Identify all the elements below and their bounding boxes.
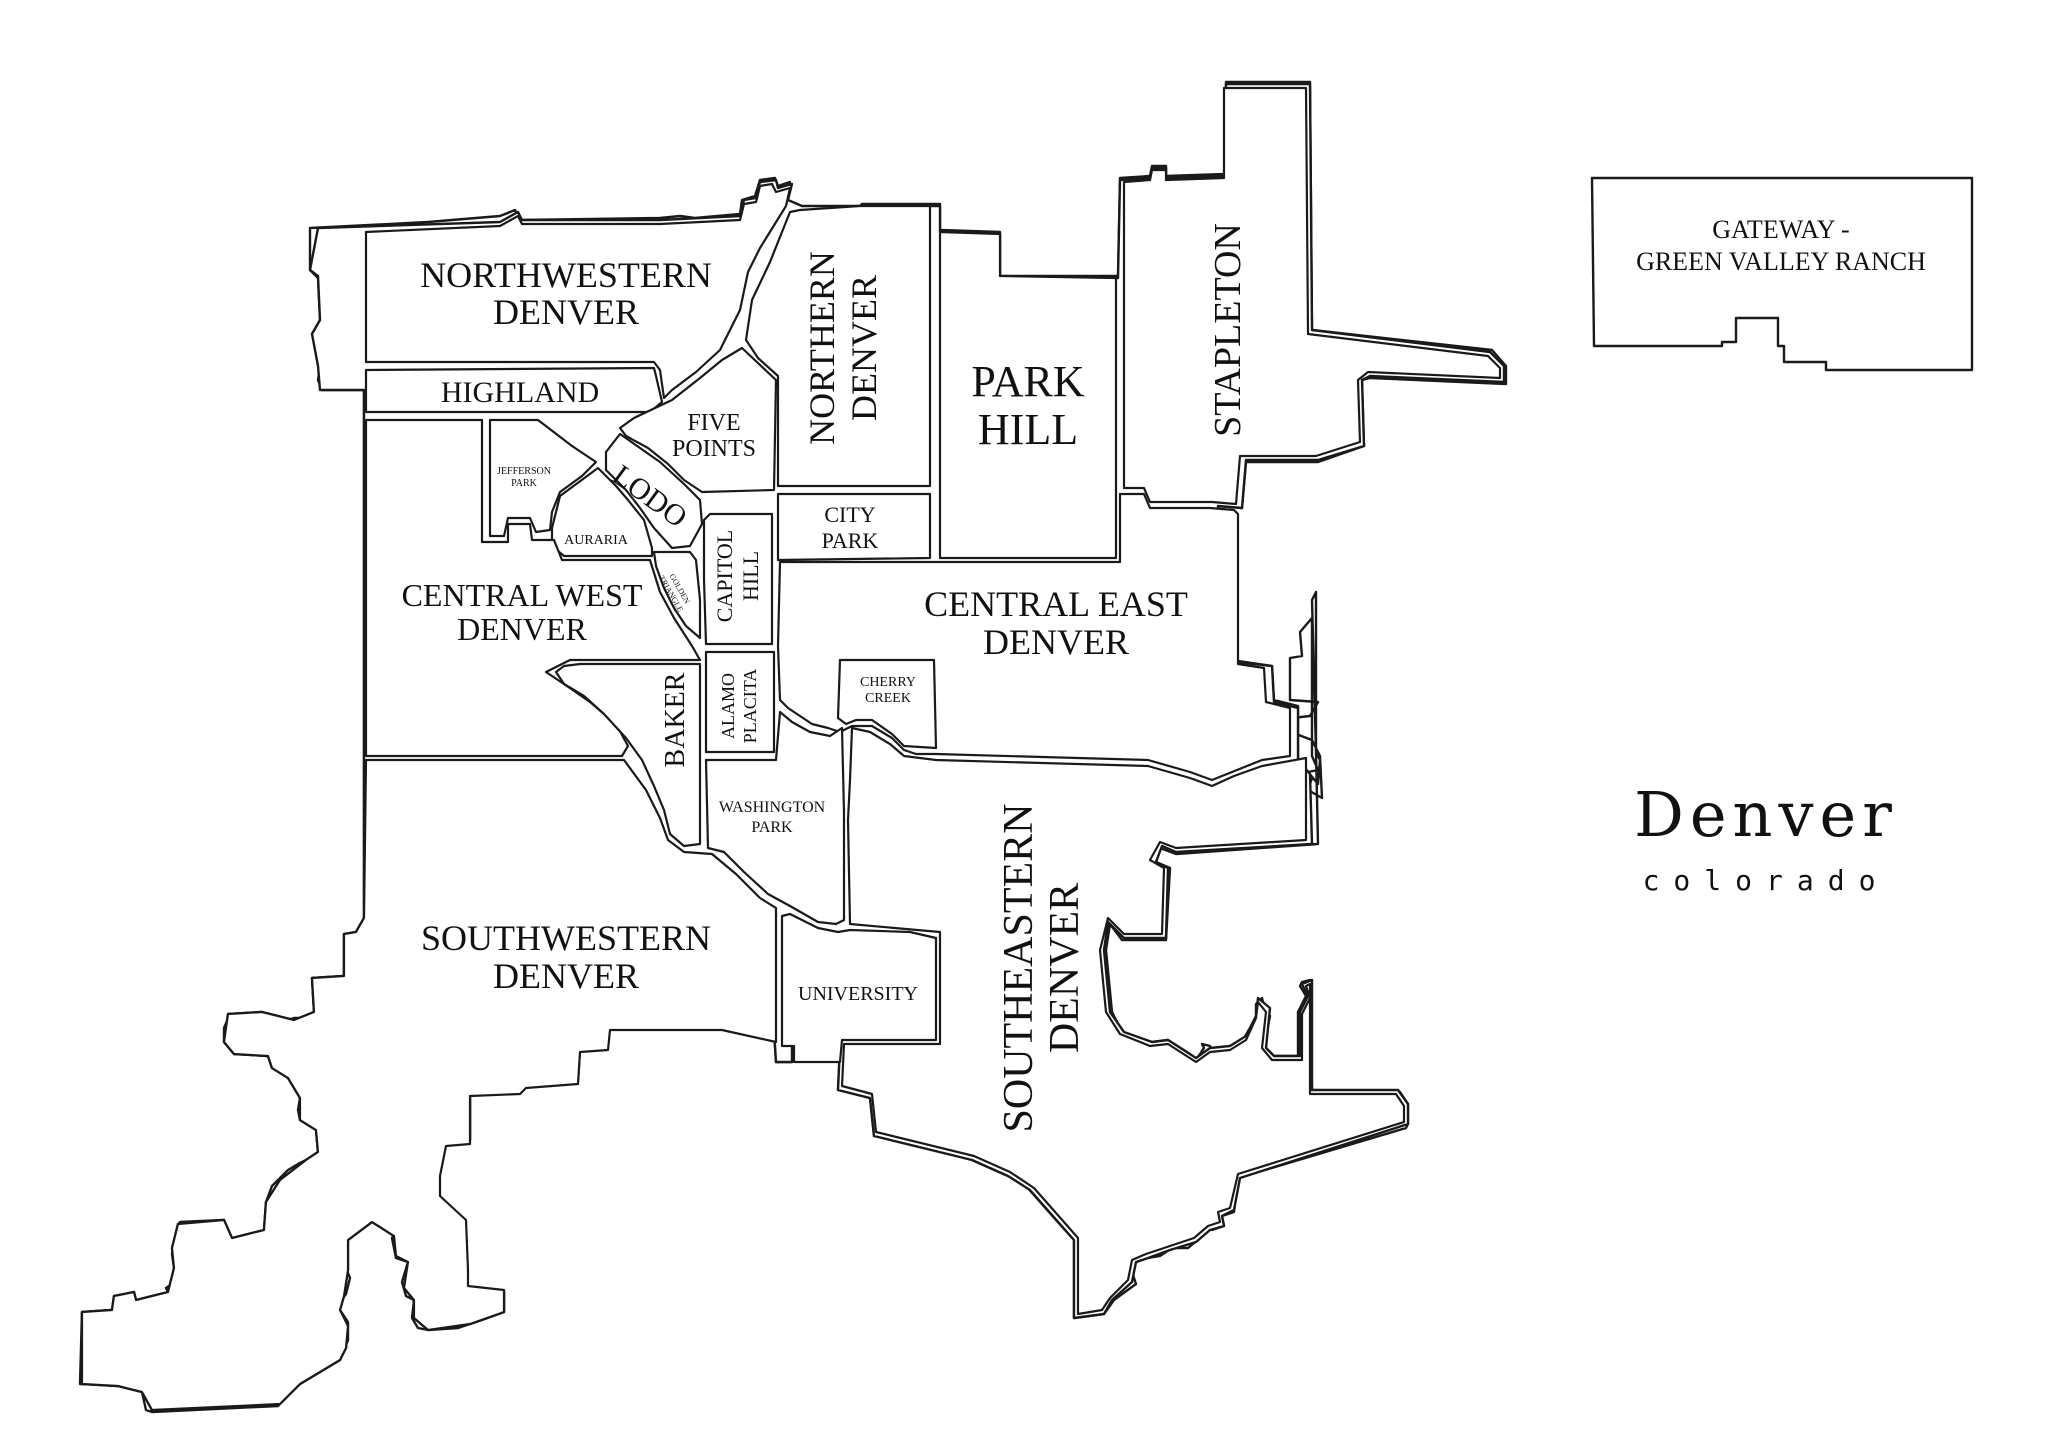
northwestern-denver-shape — [364, 182, 792, 400]
city-park-shape — [776, 492, 932, 562]
map-subtitle: colorado — [1643, 864, 1890, 897]
label-park-hill-line2: HILL — [978, 405, 1078, 454]
alamo-placita-shape — [704, 650, 776, 754]
label-northern-denver: NORTHERN DENVER — [802, 251, 884, 445]
district-labels: NORTHWESTERN DENVER HIGHLAND FIVE POINTS… — [402, 215, 1927, 1133]
label-central-west-denver-line1: CENTRAL WEST — [402, 577, 643, 613]
highland-shape — [364, 366, 664, 414]
label-capitol-hill-line2: HILL — [738, 551, 763, 601]
label-washington-park-line1: WASHINGTON — [719, 799, 826, 816]
map-title: Denver — [1634, 778, 1898, 851]
gateway-green-valley-ranch-shape — [1590, 176, 1974, 372]
label-central-east-denver-line1: CENTRAL EAST — [924, 584, 1188, 624]
label-alamo-placita-line1: ALAMO — [718, 673, 738, 739]
jefferson-park-shape — [488, 418, 598, 538]
label-baker-text: BAKER — [660, 672, 691, 767]
baker-shape — [554, 662, 702, 848]
label-jefferson-park-line1: JEFFERSON — [497, 466, 551, 477]
label-southeastern-denver-line2: DENVER — [1042, 883, 1088, 1053]
label-southeastern-denver: SOUTHEASTERN DENVER — [996, 803, 1088, 1132]
label-central-west-denver-line2: DENVER — [457, 611, 587, 647]
lodo-shape — [604, 432, 704, 550]
label-auraria: AURARIA — [564, 533, 629, 548]
southwestern-denver-shape — [80, 758, 778, 1412]
label-city-park-line2: PARK — [822, 528, 879, 553]
park-hill-shape — [938, 230, 1118, 560]
southeastern-denver-shape — [840, 726, 1406, 1316]
label-five-points-line1: FIVE — [687, 410, 740, 436]
label-northwestern-denver-line2: DENVER — [493, 292, 639, 332]
label-southwestern-denver-line2: DENVER — [493, 956, 639, 996]
label-southwestern-denver-line1: SOUTHWESTERN — [421, 918, 711, 958]
label-capitol-hill-line1: CAPITOL — [712, 530, 737, 623]
label-southeastern-denver-line1: SOUTHEASTERN — [996, 803, 1042, 1132]
washington-park-shape — [704, 710, 846, 926]
label-stapleton: STAPLETON — [1207, 223, 1249, 437]
label-city-park-line1: CITY — [824, 502, 875, 527]
label-northern-denver-line1: NORTHERN — [802, 251, 842, 445]
label-cherry-creek-line2: CREEK — [865, 691, 911, 706]
label-capitol-hill: CAPITOL HILL — [712, 530, 763, 623]
five-points-shape — [618, 346, 778, 494]
cherry-creek-shape — [836, 658, 938, 750]
label-northwestern-denver-line1: NORTHWESTERN — [420, 255, 712, 295]
label-park-hill-line1: PARK — [971, 357, 1085, 406]
label-alamo-placita-line2: PLACITA — [740, 669, 760, 744]
northern-denver-shape — [744, 204, 932, 488]
label-five-points-line2: POINTS — [672, 436, 756, 462]
capitol-hill-shape — [702, 512, 774, 646]
label-stapleton-text: STAPLETON — [1207, 223, 1249, 437]
golden-triangle-shape — [652, 550, 702, 640]
label-northern-denver-line2: DENVER — [844, 275, 884, 421]
label-gateway-line2: GREEN VALLEY RANCH — [1636, 247, 1926, 276]
university-shape — [780, 912, 938, 1064]
label-washington-park-line2: PARK — [751, 819, 793, 836]
label-cherry-creek-line1: CHERRY — [860, 675, 916, 690]
label-alamo-placita: ALAMO PLACITA — [718, 669, 760, 744]
label-baker: BAKER — [660, 672, 691, 767]
stapleton-shape — [1122, 86, 1502, 506]
label-jefferson-park-line2: PARK — [511, 478, 538, 489]
label-gateway-line1: GATEWAY - — [1712, 215, 1849, 244]
label-central-east-denver-line2: DENVER — [983, 622, 1129, 662]
label-highland: HIGHLAND — [441, 376, 599, 409]
label-university: UNIVERSITY — [798, 983, 918, 1005]
